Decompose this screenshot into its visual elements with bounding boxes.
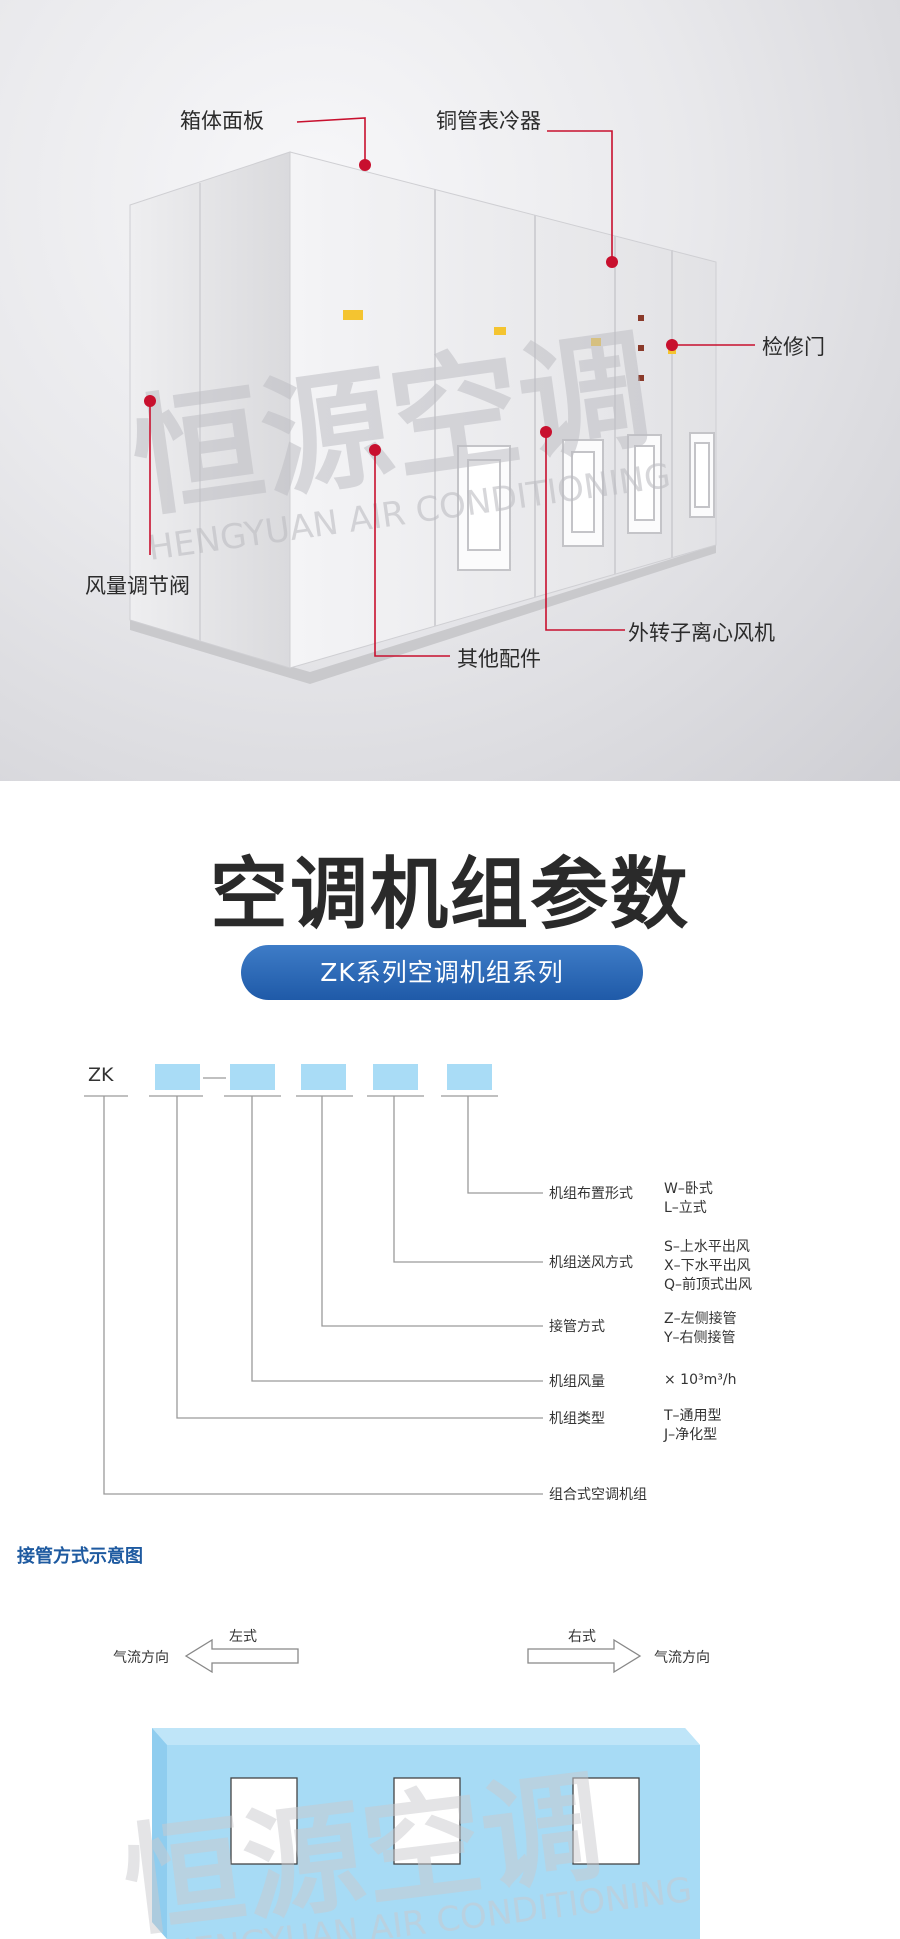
param-box-layout bbox=[447, 1064, 492, 1090]
pipe-diagram: 恒源空调 HENGYUAN AIR CONDITIONING 左式 气流方向 右… bbox=[0, 1580, 900, 1939]
param-opt-supply-s: S–上水平出风 bbox=[664, 1239, 750, 1255]
left-flow-arrow bbox=[184, 1638, 299, 1674]
callout-accessory: 其他配件 bbox=[457, 647, 541, 671]
param-name-supply: 机组送风方式 bbox=[549, 1255, 633, 1271]
param-name-type: 机组类型 bbox=[549, 1411, 605, 1427]
series-badge: ZK系列空调机组系列 bbox=[241, 945, 643, 1000]
pipe-window-3 bbox=[572, 1777, 640, 1865]
pipe-diagram-heading: 接管方式示意图 bbox=[17, 1546, 143, 1567]
param-opt-layout-w: W–卧式 bbox=[664, 1181, 713, 1197]
callout-fan: 外转子离心风机 bbox=[628, 621, 775, 645]
right-flow-label: 气流方向 bbox=[654, 1650, 710, 1666]
product-hero: 恒源空调 HENGYUAN AIR CONDITIONING 箱体面板 铜管表冷… bbox=[0, 0, 900, 781]
param-opt-pipe-y: Y–右侧接管 bbox=[664, 1330, 736, 1346]
param-opt-type-t: T–通用型 bbox=[664, 1408, 722, 1424]
callout-damper: 风量调节阀 bbox=[85, 574, 190, 598]
pipe-window-1 bbox=[230, 1777, 298, 1865]
callout-door: 检修门 bbox=[762, 335, 825, 359]
inspection-windows bbox=[457, 432, 715, 571]
param-opt-type-j: J–净化型 bbox=[664, 1427, 718, 1443]
param-name-layout: 机组布置形式 bbox=[549, 1186, 633, 1202]
right-flow-arrow bbox=[527, 1638, 642, 1674]
param-name-pipe: 接管方式 bbox=[549, 1319, 605, 1335]
param-opt-pipe-z: Z–左侧接管 bbox=[664, 1311, 737, 1327]
param-box-supply bbox=[373, 1064, 418, 1090]
unit-front-face bbox=[289, 151, 717, 669]
model-prefix: ZK bbox=[88, 1064, 114, 1086]
left-type-label: 左式 bbox=[229, 1629, 257, 1645]
param-box-airflow bbox=[230, 1064, 275, 1090]
callout-coil: 铜管表冷器 bbox=[436, 109, 541, 133]
param-opt-airflow-unit: × 10³m³/h bbox=[664, 1372, 737, 1388]
param-box-type bbox=[155, 1064, 200, 1090]
callout-panel: 箱体面板 bbox=[180, 109, 264, 133]
left-flow-label: 气流方向 bbox=[113, 1650, 169, 1666]
param-box-pipe bbox=[301, 1064, 346, 1090]
model-code-lines bbox=[84, 1077, 543, 1495]
ahu-illustration: 恒源空调 HENGYUAN AIR CONDITIONING bbox=[123, 117, 755, 684]
param-opt-supply-q: Q–前顶式出风 bbox=[664, 1277, 753, 1293]
callout-lines bbox=[149, 117, 755, 657]
page-title: 空调机组参数 bbox=[209, 850, 690, 940]
pipe-diagram-graphics: 恒源空调 HENGYUAN AIR CONDITIONING bbox=[117, 1638, 700, 1939]
param-name-product: 组合式空调机组 bbox=[549, 1487, 647, 1503]
pipe-window-2 bbox=[393, 1777, 461, 1865]
param-name-airflow: 机组风量 bbox=[549, 1374, 605, 1390]
model-code-diagram: ZK 机组布置形式 W–卧式 L–立式 机组送风方式 S–上水平出风 X–下水平… bbox=[0, 1040, 900, 1520]
right-type-label: 右式 bbox=[568, 1629, 596, 1645]
param-opt-supply-x: X–下水平出风 bbox=[664, 1258, 751, 1274]
callout-markers bbox=[144, 159, 678, 456]
param-opt-layout-l: L–立式 bbox=[664, 1200, 707, 1216]
